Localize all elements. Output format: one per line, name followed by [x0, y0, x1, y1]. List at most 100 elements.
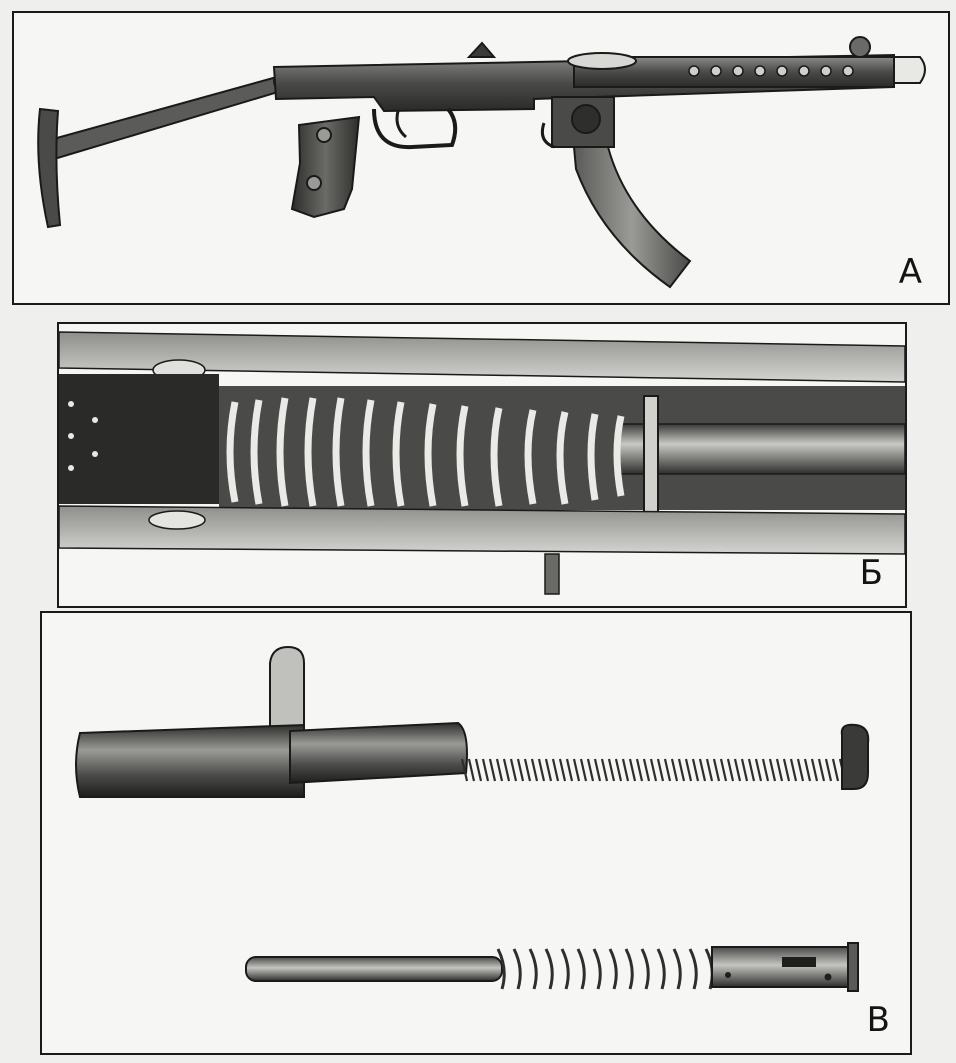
spring-coil — [684, 758, 693, 782]
spring-coil — [635, 758, 644, 782]
spring-coil — [496, 948, 506, 990]
spring-coil — [719, 758, 728, 782]
panel-label-a: А — [898, 252, 922, 292]
spring-coil — [775, 758, 784, 782]
spring-coil — [642, 758, 651, 782]
spring-coil — [656, 948, 666, 990]
spring-coil — [747, 758, 756, 782]
spring-coil — [824, 758, 833, 782]
spring-coil — [586, 758, 595, 782]
spring-coil — [817, 758, 826, 782]
spring-coil — [481, 758, 490, 782]
spring-coil — [502, 758, 511, 782]
spring-coil — [640, 948, 650, 990]
panel-a-rifle-side-view: А — [12, 11, 950, 305]
magazine-guard — [540, 122, 555, 149]
spring-coil — [537, 758, 546, 782]
spring-coil — [691, 758, 700, 782]
spring-coil — [628, 758, 637, 782]
shroud-vent-holes — [688, 65, 854, 77]
spring-coil — [579, 758, 588, 782]
spring-coil — [474, 758, 483, 782]
spring-coil — [600, 758, 609, 782]
spring-coil — [488, 758, 497, 782]
spring-coil — [558, 758, 567, 782]
spring-coil — [624, 948, 634, 990]
sleeve-slot — [782, 957, 816, 967]
spring-coil — [754, 758, 763, 782]
spring-coil — [592, 948, 602, 990]
spring-coil — [698, 758, 707, 782]
trigger — [395, 110, 408, 139]
spring-coil — [572, 758, 581, 782]
spring-coil — [782, 758, 791, 782]
panel-c-bolt-and-guide-rod: В — [40, 611, 912, 1055]
spring-coil — [607, 758, 616, 782]
short-spring-coils — [496, 948, 714, 990]
bolt-parts-illustration — [75, 645, 870, 992]
rear-sight — [466, 41, 497, 58]
spring-coil — [528, 948, 538, 990]
spring-coil — [509, 758, 518, 782]
spring-coil — [516, 758, 525, 782]
spring-coil — [789, 758, 798, 782]
spring-collar — [643, 395, 659, 517]
spring-coil — [670, 758, 679, 782]
magazine — [572, 146, 692, 289]
pistol-grip — [290, 115, 361, 219]
grip-screw-bottom — [306, 175, 322, 191]
long-spring-coils — [460, 758, 847, 782]
trigger-guard — [372, 107, 458, 150]
spring-coil — [544, 948, 554, 990]
guide-rod-tip — [847, 942, 859, 992]
panel-label-c: В — [866, 1000, 890, 1040]
receiver-bottom-edge — [59, 505, 905, 555]
spring-coil — [551, 758, 560, 782]
spring-coil — [705, 758, 714, 782]
guide-rod-shaft — [245, 956, 503, 982]
cocking-handle — [269, 645, 305, 728]
spring-coil — [530, 758, 539, 782]
spring-coil — [608, 948, 618, 990]
muzzle — [893, 56, 926, 84]
spring-coil — [565, 758, 574, 782]
spring-coil — [803, 758, 812, 782]
spring-coil — [460, 758, 469, 782]
sleeve-pin-left — [725, 972, 731, 978]
spring-coil — [649, 758, 658, 782]
rifle-illustration — [37, 36, 926, 289]
rear-end-block — [59, 374, 219, 504]
spring-coil — [761, 758, 770, 782]
spring-coil — [656, 758, 665, 782]
spring-coil — [740, 758, 749, 782]
bottom-rivet — [148, 510, 206, 530]
spring-end-cap — [840, 723, 870, 790]
spring-coil — [560, 948, 570, 990]
spring-coil — [688, 948, 698, 990]
panel-b-receiver-closeup: Б — [57, 322, 907, 608]
ejection-port — [567, 52, 637, 70]
folding-stock — [44, 73, 290, 161]
receiver-top-edge — [59, 331, 905, 383]
lower-stub — [544, 553, 560, 595]
spring-coil — [663, 758, 672, 782]
spring-coil — [712, 758, 721, 782]
rear-block-holes — [68, 401, 98, 471]
spring-coil — [512, 948, 522, 990]
spring-coil — [672, 948, 682, 990]
spring-coil — [733, 758, 742, 782]
stock-butt-plate — [37, 107, 62, 229]
magazine-catch — [571, 104, 601, 134]
grip-screw-top — [316, 127, 332, 143]
spring-coil — [544, 758, 553, 782]
spring-coil — [523, 758, 532, 782]
spring-coil — [495, 758, 504, 782]
bolt-rear-section — [289, 721, 468, 785]
spring-coil — [677, 758, 686, 782]
panel-label-b: Б — [859, 553, 883, 593]
spring-coil — [576, 948, 586, 990]
spring-coil — [810, 758, 819, 782]
spring-coil — [614, 758, 623, 782]
spring-coil — [593, 758, 602, 782]
bolt-body — [75, 723, 305, 798]
